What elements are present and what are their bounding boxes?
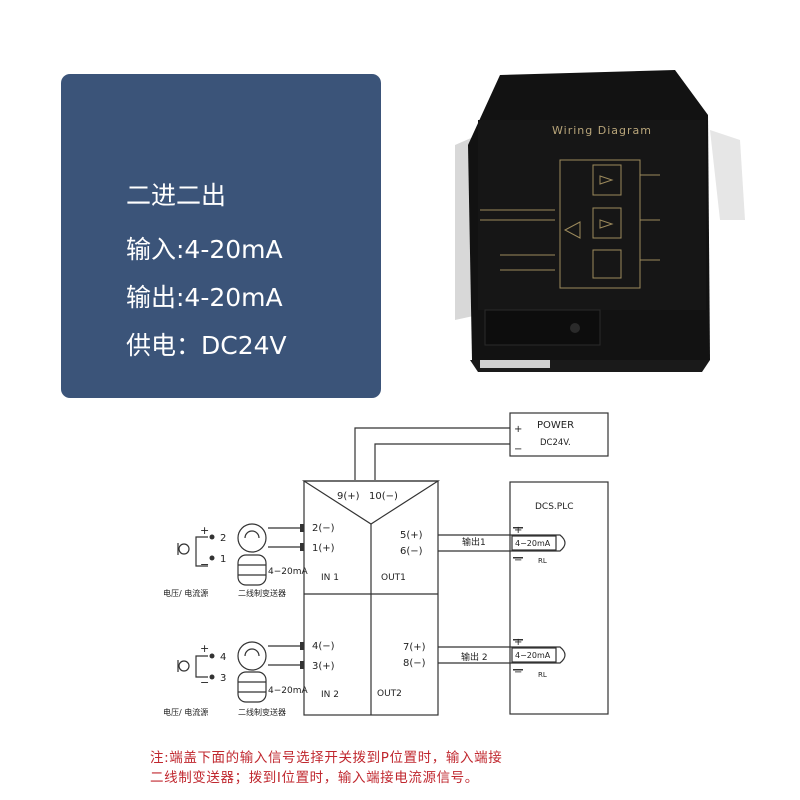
source2-caption: 电压/ 电流源: [163, 707, 208, 717]
source1-pin-bottom: 1: [220, 554, 226, 565]
source2-plus: +: [200, 642, 209, 655]
terminal-9: 9(+): [337, 491, 360, 502]
device-panel-title: Wiring Diagram: [552, 124, 652, 137]
power-label: POWER: [537, 420, 574, 431]
transmitter2-head: [237, 641, 267, 671]
transmitter2-body: [237, 671, 267, 703]
spec-output: 输出:4-20mA: [126, 283, 283, 312]
terminal-10: 10(−): [369, 491, 398, 502]
spec-card: 二进二出 输入:4-20mA 输出:4-20mA 供电：DC24V: [61, 74, 381, 398]
source2-pin-top: 4: [220, 652, 226, 663]
transmitter1-caption: 二线制变送器: [238, 588, 286, 598]
wiring-diagram: POWER DC24V. + − 9(+) 10(−) 2(−) 1(+) IN…: [163, 412, 609, 717]
transmitter1-signal: 4−20mA: [268, 567, 308, 577]
in1-terminal-pos: 1(+): [312, 543, 335, 554]
out1-terminal-pos: 5(+): [400, 530, 423, 541]
spec-title: 二进二出: [126, 181, 227, 210]
out2-terminal-pos: 7(+): [403, 642, 426, 653]
device-panel-schematic: [480, 159, 660, 289]
in1-terminal-neg: 2(−): [312, 523, 335, 534]
out2-label: OUT2: [377, 689, 402, 699]
device-screw-icon: [570, 323, 580, 333]
source1-plus: +: [200, 524, 209, 537]
transmitter2-signal: 4−20mA: [268, 686, 308, 696]
plc-label: DCS.PLC: [535, 502, 574, 512]
spec-input: 输入:4-20mA: [126, 235, 283, 264]
in2-terminal-neg: 4(−): [312, 641, 335, 652]
plc-load2-signal: 4−20mA: [515, 651, 551, 660]
out2-wire-label: 输出 2: [461, 651, 488, 663]
plc-load1-plus: +: [514, 525, 522, 536]
source1-pin-top: 2: [220, 533, 226, 544]
source1-minus: −: [200, 558, 209, 571]
device-right-rail: [710, 130, 745, 220]
note-line-1: 注:端盖下面的输入信号选择开关拨到P位置时，输入端接: [150, 750, 503, 766]
transmitter2-caption: 二线制变送器: [238, 707, 286, 717]
plc-load1-signal: 4−20mA: [515, 539, 551, 548]
plc-load2-resistor: RL: [538, 671, 547, 679]
power-wire-positive: [354, 427, 510, 480]
source2-minus: −: [200, 676, 209, 689]
power-voltage: DC24V.: [540, 438, 571, 448]
in1-label: IN 1: [321, 573, 339, 583]
source2-pin-bottom: 3: [220, 673, 226, 684]
transmitter1-head: [237, 523, 267, 553]
out1-label: OUT1: [381, 573, 406, 583]
module-top-triangle: [301, 480, 441, 525]
device-image: Wiring Diagram: [455, 70, 745, 372]
source1-loop: [195, 536, 208, 567]
plc-load1-resistor: RL: [538, 557, 547, 565]
power-wire-negative: [374, 443, 510, 480]
device-clip: [480, 360, 550, 368]
out1-terminal-neg: 6(−): [400, 546, 423, 557]
source2-loop: [195, 655, 208, 678]
plc-load1-minus: −: [514, 555, 522, 566]
source1-caption: 电压/ 电流源: [163, 588, 208, 598]
spec-power: 供电：DC24V: [126, 331, 287, 360]
device-panel: [478, 120, 706, 310]
plc-load2-minus: −: [514, 667, 522, 678]
out2-terminal-neg: 8(−): [403, 658, 426, 669]
device-cap: [484, 309, 601, 346]
plc-box: [509, 481, 609, 715]
power-minus: −: [514, 444, 522, 455]
transmitter1-body: [237, 554, 267, 586]
out1-wire-label: 输出1: [462, 536, 486, 548]
in2-label: IN 2: [321, 690, 339, 700]
in2-terminal-pos: 3(+): [312, 661, 335, 672]
power-box: [509, 412, 609, 457]
plc-load2-plus: +: [514, 637, 522, 648]
note-line-2: 二线制变送器；拨到I位置时，输入端接电流源信号。: [150, 770, 479, 786]
power-plus: +: [514, 424, 522, 435]
